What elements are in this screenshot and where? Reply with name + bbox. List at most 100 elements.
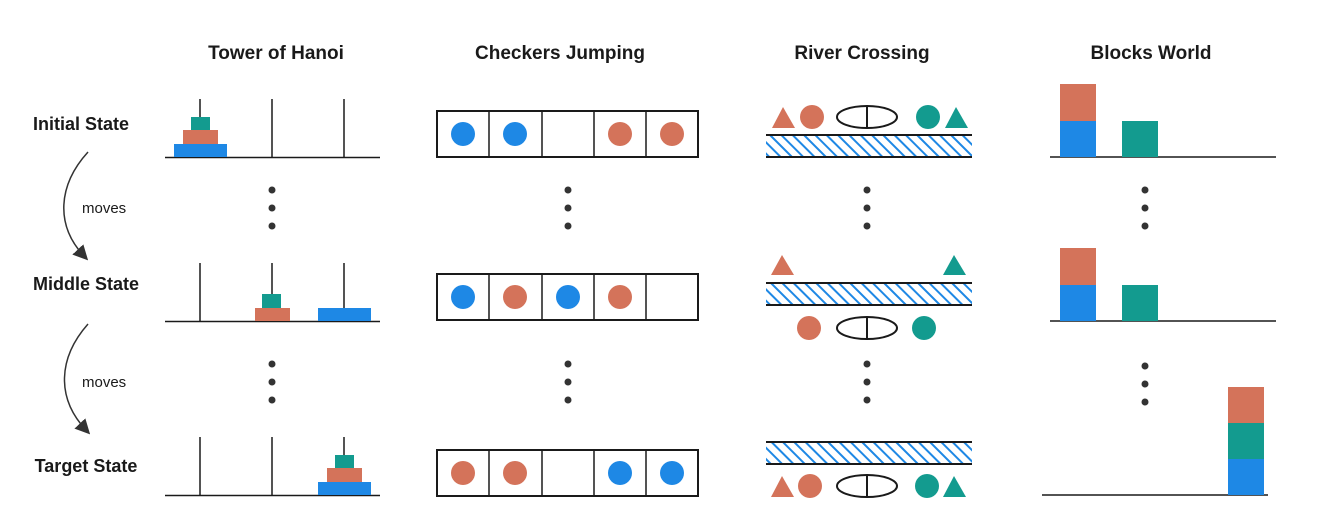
ellipsis-dots-upper [268, 186, 1149, 230]
blue-block [1060, 121, 1096, 157]
dot-icon [863, 378, 871, 386]
disk-large [174, 144, 227, 157]
orange-triangle-icon [771, 255, 794, 275]
boat-icon [836, 316, 898, 340]
teal-block [1228, 423, 1264, 459]
dot-icon [863, 186, 871, 194]
ellipsis-dots-lower [268, 360, 1149, 406]
dot-icon [564, 360, 572, 368]
orange-checker [503, 285, 527, 309]
checkers-board [436, 110, 699, 158]
blocks-initial-state [1050, 84, 1276, 158]
orange-triangle-icon [771, 476, 794, 497]
hanoi-initial-state [165, 99, 380, 159]
dot-icon [1141, 398, 1149, 406]
teal-triangle-icon [943, 476, 966, 497]
dot-icon [564, 222, 572, 230]
river-water [766, 136, 972, 156]
row-label-initial: Initial State [33, 114, 129, 134]
orange-block [1228, 387, 1264, 423]
disk-small [191, 117, 210, 130]
checkers-initial-state [436, 110, 699, 158]
checkers-board [436, 449, 699, 497]
curved-arrow-icon [63, 323, 91, 435]
transition-arrow-1: moves [63, 151, 126, 261]
dot-icon [564, 204, 572, 212]
hanoi-target-state [165, 437, 380, 497]
dot-icon [863, 360, 871, 368]
dot-icon [268, 186, 276, 194]
blue-checker [503, 122, 527, 146]
river-water [766, 443, 972, 463]
blocks-middle-state [1050, 248, 1276, 322]
moves-label-2: moves [82, 374, 126, 391]
dot-icon [1141, 380, 1149, 388]
disk-medium [327, 468, 362, 482]
disk-medium [183, 130, 218, 144]
boat-icon [836, 105, 898, 129]
column-title-river: River Crossing [794, 43, 929, 64]
dot-icon [564, 186, 572, 194]
disk-small [262, 294, 281, 308]
river-water [766, 284, 972, 304]
dot-icon [268, 396, 276, 404]
teal-circle-icon [915, 474, 939, 498]
teal-circle-icon [912, 316, 936, 340]
orange-checker [608, 285, 632, 309]
checkers-target-state [436, 449, 699, 497]
orange-triangle-icon [772, 107, 795, 128]
dot-icon [268, 222, 276, 230]
river-middle-state [766, 255, 972, 340]
dot-icon [863, 204, 871, 212]
dot-icon [863, 396, 871, 404]
orange-circle-icon [800, 105, 824, 129]
dot-icon [564, 396, 572, 404]
orange-checker [503, 461, 527, 485]
disk-small [335, 455, 354, 468]
teal-block [1122, 285, 1158, 321]
teal-block [1122, 121, 1158, 157]
moves-label-1: moves [82, 200, 126, 217]
dot-icon [1141, 204, 1149, 212]
blue-block [1060, 285, 1096, 321]
hanoi-middle-state [165, 263, 380, 323]
boat-icon [836, 474, 898, 498]
disk-large [318, 308, 371, 321]
teal-triangle-icon [943, 255, 966, 275]
transition-arrow-2: moves [63, 323, 126, 435]
orange-checker [660, 122, 684, 146]
checkers-board [436, 273, 699, 321]
checkers-middle-state [436, 273, 699, 321]
blue-checker [451, 285, 475, 309]
blocks-target-state [1042, 387, 1268, 496]
blue-checker [556, 285, 580, 309]
orange-checker [608, 122, 632, 146]
teal-circle-icon [916, 105, 940, 129]
blue-checker [608, 461, 632, 485]
dot-icon [268, 378, 276, 386]
orange-circle-icon [798, 474, 822, 498]
teal-triangle-icon [945, 107, 968, 128]
orange-block [1060, 84, 1096, 121]
orange-block [1060, 248, 1096, 285]
disk-large [318, 482, 371, 495]
blue-checker [660, 461, 684, 485]
orange-checker [451, 461, 475, 485]
curved-arrow-icon [63, 151, 89, 261]
column-title-checkers: Checkers Jumping [475, 43, 645, 64]
river-initial-state [766, 105, 972, 158]
column-title-hanoi: Tower of Hanoi [208, 43, 344, 64]
column-title-blocks: Blocks World [1090, 43, 1211, 64]
dot-icon [564, 378, 572, 386]
dot-icon [1141, 362, 1149, 370]
blue-checker [451, 122, 475, 146]
orange-circle-icon [797, 316, 821, 340]
dot-icon [268, 204, 276, 212]
dot-icon [1141, 186, 1149, 194]
river-target-state [766, 441, 972, 498]
dot-icon [1141, 222, 1149, 230]
disk-medium [255, 308, 290, 321]
row-label-middle: Middle State [33, 274, 139, 294]
